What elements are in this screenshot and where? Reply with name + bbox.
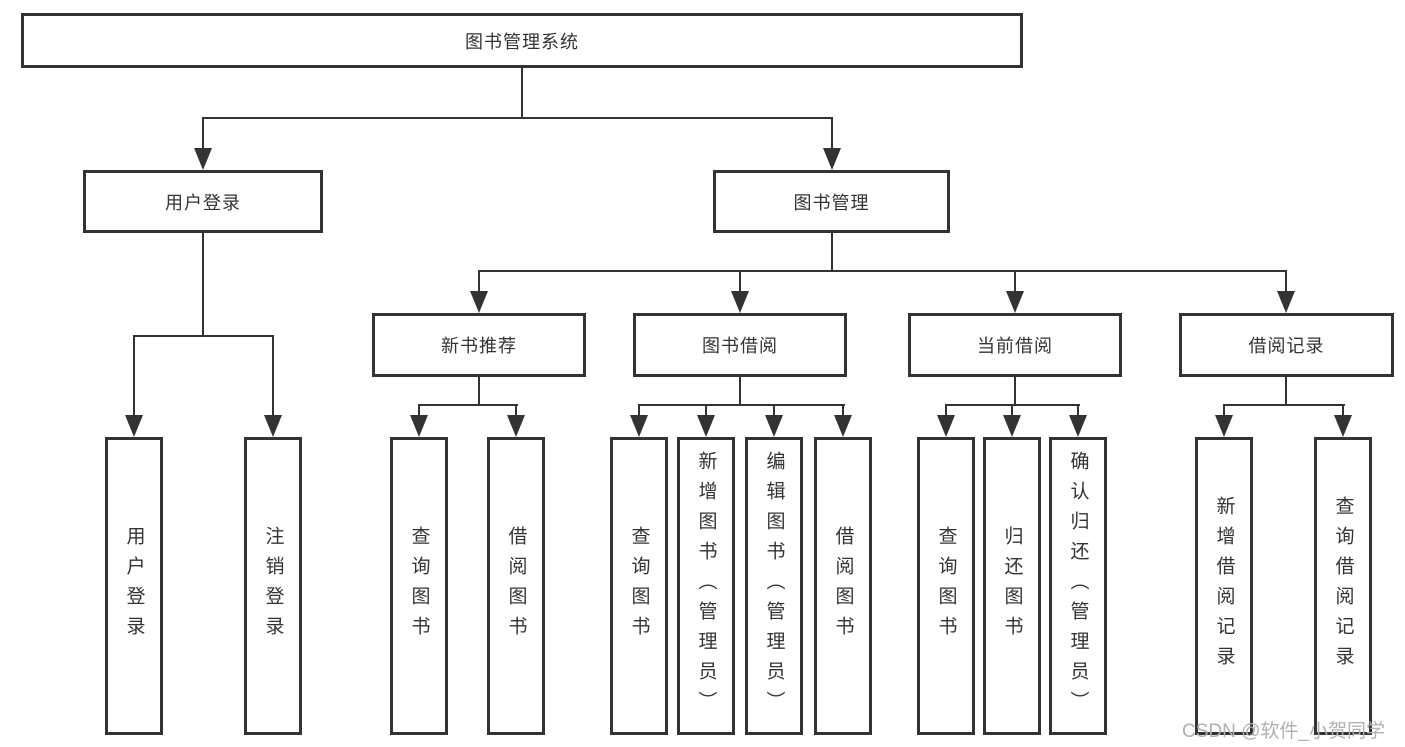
arrow-down-icon — [630, 415, 648, 437]
connector-stub — [831, 117, 833, 149]
arrow-down-icon — [1069, 415, 1087, 437]
connector-stub — [739, 270, 741, 292]
node-borrowing-records: 借阅记录 — [1179, 313, 1394, 377]
connector-stub — [945, 404, 947, 417]
connector-stub — [638, 404, 640, 417]
connector-borrow-trunk — [739, 377, 741, 405]
connector-stub — [1223, 404, 1225, 417]
connector-stub — [705, 404, 707, 417]
connector-stub — [1285, 270, 1287, 292]
leaf-logout: 注销登录 — [244, 437, 302, 735]
connector-newbook-hbar — [418, 404, 518, 406]
arrow-down-icon — [765, 415, 783, 437]
connector-root-trunk — [521, 68, 523, 118]
arrow-down-icon — [125, 415, 143, 437]
leaf-current-query-books: 查询图书 — [917, 437, 975, 735]
node-user-login: 用户登录 — [83, 170, 323, 233]
leaf-current-confirm-return-admin: 确认归还（管理员） — [1049, 437, 1107, 735]
connector-stub — [1011, 404, 1013, 417]
leaf-borrow-borrow-books: 借阅图书 — [814, 437, 872, 735]
leaf-user-login: 用户登录 — [105, 437, 163, 735]
arrow-down-icon — [1277, 291, 1295, 313]
arrow-down-icon — [937, 415, 955, 437]
arrow-down-icon — [823, 148, 841, 170]
csdn-watermark: CSDN @软件_小贺同学 — [1182, 721, 1385, 742]
arrow-down-icon — [410, 415, 428, 437]
connector-stub — [1077, 404, 1079, 417]
arrow-down-icon — [1003, 415, 1021, 437]
connector-stub — [773, 404, 775, 417]
arrow-down-icon — [731, 291, 749, 313]
connector-bookmgmt-hbar — [478, 270, 1287, 272]
connector-stub — [842, 404, 844, 417]
connector-newbook-trunk — [478, 377, 480, 405]
node-book-borrowing: 图书借阅 — [633, 313, 847, 377]
leaf-borrow-query-books: 查询图书 — [610, 437, 668, 735]
connector-stub — [478, 270, 480, 292]
node-new-book-recommend: 新书推荐 — [372, 313, 586, 377]
leaf-record-add-record: 新增借阅记录 — [1195, 437, 1253, 735]
connector-current-trunk — [1014, 377, 1016, 405]
connector-stub — [1342, 404, 1344, 417]
leaf-record-query-record: 查询借阅记录 — [1314, 437, 1372, 735]
leaf-newbook-borrow-books: 借阅图书 — [487, 437, 545, 735]
connector-stub — [1014, 270, 1016, 292]
arrow-down-icon — [194, 148, 212, 170]
node-root-system: 图书管理系统 — [21, 13, 1023, 68]
leaf-borrow-add-books-admin: 新增图书（管理员） — [677, 437, 735, 735]
arrow-down-icon — [834, 415, 852, 437]
connector-root-hbar — [202, 117, 833, 119]
arrow-down-icon — [470, 291, 488, 313]
arrow-down-icon — [264, 415, 282, 437]
arrow-down-icon — [1334, 415, 1352, 437]
connector-stub — [202, 117, 204, 149]
leaf-newbook-query-books: 查询图书 — [390, 437, 448, 735]
connector-userlogin-hbar — [133, 335, 274, 337]
connector-stub — [272, 335, 274, 416]
arrow-down-icon — [507, 415, 525, 437]
node-book-management: 图书管理 — [713, 170, 950, 233]
leaf-borrow-edit-books-admin: 编辑图书（管理员） — [745, 437, 803, 735]
connector-stub — [133, 335, 135, 416]
node-current-borrowing: 当前借阅 — [908, 313, 1122, 377]
arrow-down-icon — [697, 415, 715, 437]
leaf-current-return-books: 归还图书 — [983, 437, 1041, 735]
connector-bookmgmt-trunk — [831, 233, 833, 272]
connector-borrow-hbar — [638, 404, 845, 406]
arrow-down-icon — [1215, 415, 1233, 437]
connector-stub — [418, 404, 420, 417]
connector-record-hbar — [1223, 404, 1345, 406]
connector-stub — [515, 404, 517, 417]
connector-userlogin-trunk — [202, 233, 204, 336]
connector-record-trunk — [1285, 377, 1287, 405]
arrow-down-icon — [1006, 291, 1024, 313]
